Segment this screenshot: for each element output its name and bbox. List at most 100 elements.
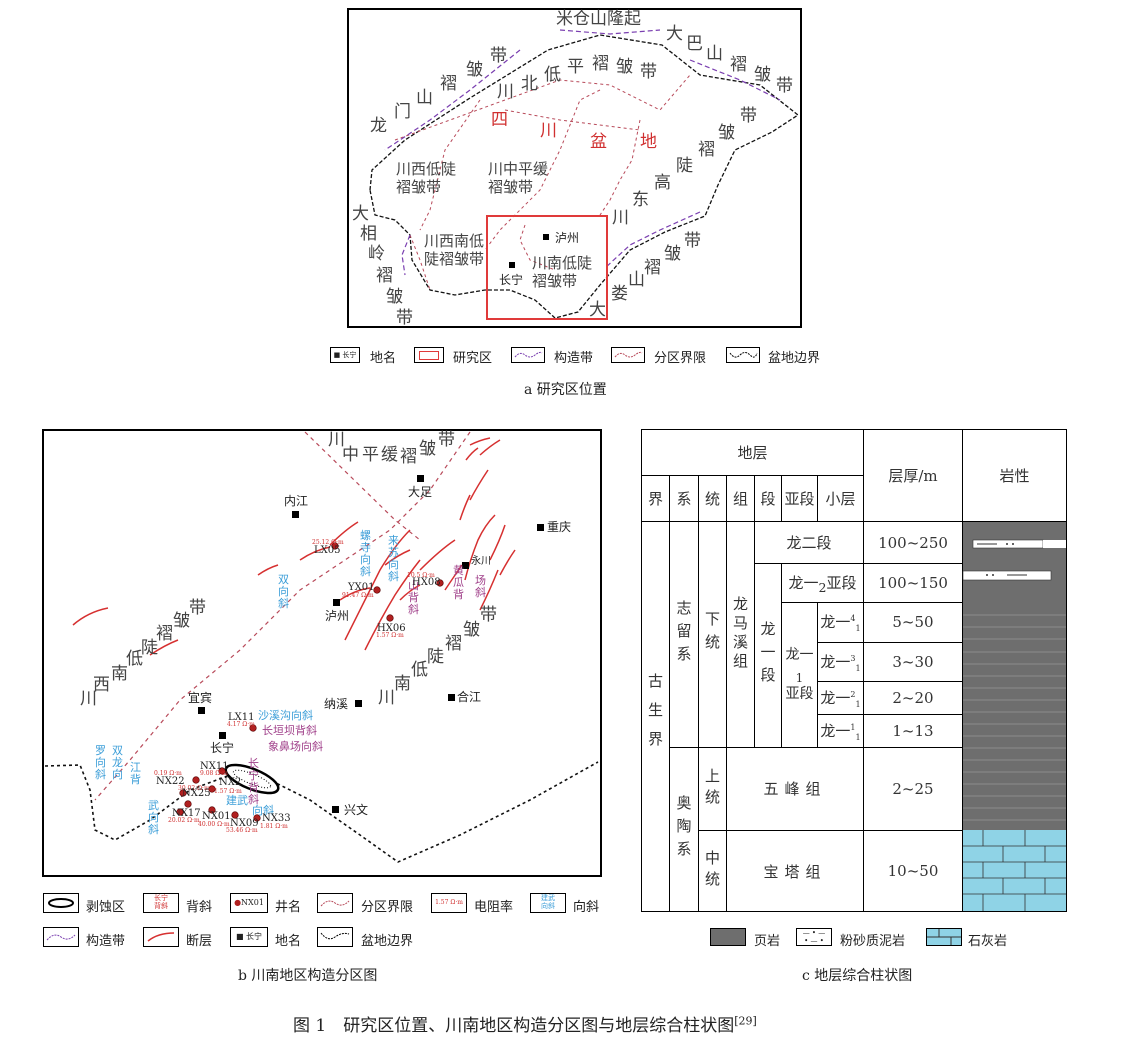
label-b-neijiang: 内江 <box>284 494 309 508</box>
label-sichuan-2: 川 <box>540 121 557 141</box>
label-b-chuannan-3: 低 <box>411 660 428 680</box>
cell-tong-zhong: 中统 <box>698 830 727 912</box>
legend-a-division-symbol <box>611 347 645 363</box>
label-b-xiangbichang: 象鼻场向斜 <box>268 740 323 753</box>
label-chuanbei-6: 皱 <box>616 57 633 77</box>
legend-a-place-symbol: ■ 长宁 <box>330 347 360 363</box>
thick-layer-3: 3~30 <box>863 641 963 682</box>
label-chuanxinan: 川西南低陡褶皱带 <box>424 232 485 268</box>
caption-b: b 川南地区构造分区图 <box>238 968 378 984</box>
res-nx33: 1.81 Ω·m <box>260 823 288 830</box>
legend-a-study: 研究区 <box>453 351 493 366</box>
cell-layer-4: 龙一41 <box>817 602 864 643</box>
cell-duan-long1: 龙一段 <box>754 563 782 748</box>
label-sichuan-1: 四 <box>491 110 508 130</box>
label-b-chuanzhong-3: 平 <box>362 445 379 465</box>
lithology-column <box>962 521 1067 912</box>
label-b-fold-f: 场斜 <box>475 574 486 600</box>
thick-layer-2: 2~20 <box>863 680 963 715</box>
header-thickness: 层厚/m <box>863 429 963 522</box>
cell-tong-shang: 上统 <box>698 746 727 832</box>
label-b-chuannan-1: 川 <box>378 688 395 708</box>
label-b-xingwen: 兴文 <box>344 803 369 817</box>
well-nx25: NX25 <box>182 788 211 799</box>
figure-caption: 图 1 研究区位置、川南地区构造分区图与地层综合柱状图[29] <box>293 1011 757 1036</box>
legend-b-place: 地名 <box>275 934 302 949</box>
res-nx22: 0.19 Ω·m <box>154 770 182 777</box>
label-chuanxi: 川西低陡褶皱带 <box>396 160 457 196</box>
header-xiaoceng: 小层 <box>817 475 864 522</box>
well-hx08: HX08 <box>412 577 441 588</box>
label-chuanbei-3: 低 <box>544 65 561 85</box>
label-chuanzhong: 川中平缓褶皱带 <box>488 160 549 196</box>
thick-long1-2: 100~150 <box>863 562 963 604</box>
lithology-shale-mid <box>962 564 1066 603</box>
label-b-chuannan-7: 带 <box>480 605 497 625</box>
legend-b-anticline-symbol: 长宁背斜 <box>143 893 179 913</box>
label-chuanbei-1: 川 <box>497 82 514 102</box>
well-nx17: NX17 <box>172 808 201 819</box>
legend-b-well: 井名 <box>275 900 302 915</box>
label-b-chuanzhong-7: 带 <box>438 430 455 450</box>
label-b-chuannan-2: 南 <box>394 674 411 694</box>
lithology-shale-lower <box>963 603 1066 830</box>
well-nx22: NX22 <box>156 776 185 787</box>
res-nx01: 40.00 Ω·m <box>198 821 230 828</box>
label-b-chuanxi-4: 低 <box>126 649 143 669</box>
legend-b-fault-symbol <box>143 927 179 947</box>
label-micangshan: 米仓山隆起 <box>556 9 641 29</box>
legend-b-well-symbol-text: NX01 <box>241 898 264 907</box>
label-chuannan: 川南低陡褶皱带 <box>532 254 593 290</box>
label-b-chuanzhong-2: 中 <box>342 445 359 465</box>
header-xi: 系 <box>669 475 699 522</box>
label-b-chuanzhong-4: 缓 <box>381 445 398 465</box>
label-chuandong-4: 陡 <box>676 156 693 176</box>
label-b-chuanzhong-1: 川 <box>328 430 345 450</box>
label-b-fold-j: 武向斜 <box>148 799 159 837</box>
legend-b-place-symbol-text: 长宁 <box>246 932 263 941</box>
label-b-chuanxi-7: 皱 <box>173 611 190 631</box>
header-tong: 统 <box>698 475 727 522</box>
res-nx22b: 30.02 Ω·m <box>178 785 210 792</box>
res-lx11: 4.17 Ω·m <box>227 721 255 728</box>
legend-a-basin: 盆地边界 <box>768 351 821 366</box>
label-dabashan-4: 褶 <box>730 55 747 75</box>
label-daloushan-5: 皱 <box>664 244 681 264</box>
label-daxiangling-4: 褶 <box>376 266 393 286</box>
legend-b-basin-symbol <box>317 927 353 947</box>
label-sichuan-3: 盆 <box>590 132 607 152</box>
label-b-fold-h: 双龙向 <box>112 744 123 782</box>
thick-layer-1: 1~13 <box>863 713 963 748</box>
cell-jie: 古生界 <box>641 521 670 912</box>
label-b-chuanxi-6: 褶 <box>156 624 173 644</box>
label-b-chuanzhong-5: 褶 <box>400 447 417 467</box>
legend-b-anticline: 背斜 <box>186 900 213 915</box>
legend-a-place: 地名 <box>370 351 397 366</box>
label-b-chuanxi-2: 西 <box>93 675 110 695</box>
figure-caption-text: 图 1 研究区位置、川南地区构造分区图与地层综合柱状图 <box>293 1016 735 1036</box>
label-b-yibin: 宜宾 <box>188 691 213 705</box>
cell-layer-3: 龙一31 <box>817 641 864 682</box>
label-b-fold-k: 建武 <box>226 794 248 807</box>
label-b-fold-b: 螺寺向斜 <box>360 529 371 579</box>
thick-wufeng: 2~25 <box>863 746 963 832</box>
legend-b-tectonic-symbol <box>43 927 79 947</box>
header-jie: 界 <box>641 475 670 522</box>
thick-long2: 100~250 <box>863 521 963 564</box>
well-nx11: NX11 <box>200 761 229 772</box>
thick-baota: 10~50 <box>863 830 963 912</box>
caption-a: a 研究区位置 <box>524 382 607 398</box>
res-nx17: 20.02 Ω·m <box>168 817 200 824</box>
label-dabashan-2: 巴 <box>686 34 703 54</box>
label-chuandong-7: 川 <box>612 208 629 228</box>
legend-b-well-symbol: ●NX01 <box>230 893 268 913</box>
label-b-fold-m: 长宁背斜 <box>248 757 259 807</box>
label-longmen-2: 皱 <box>466 60 483 80</box>
cell-xi-zhiliu: 志留系 <box>669 521 699 748</box>
legend-b-erosion: 剥蚀区 <box>86 900 126 915</box>
label-daloushan-3: 山 <box>628 270 645 290</box>
label-b-luzhou: 泸州 <box>325 609 350 623</box>
well-lx05: LX05 <box>314 545 341 556</box>
label-longmen-1: 带 <box>490 46 507 66</box>
